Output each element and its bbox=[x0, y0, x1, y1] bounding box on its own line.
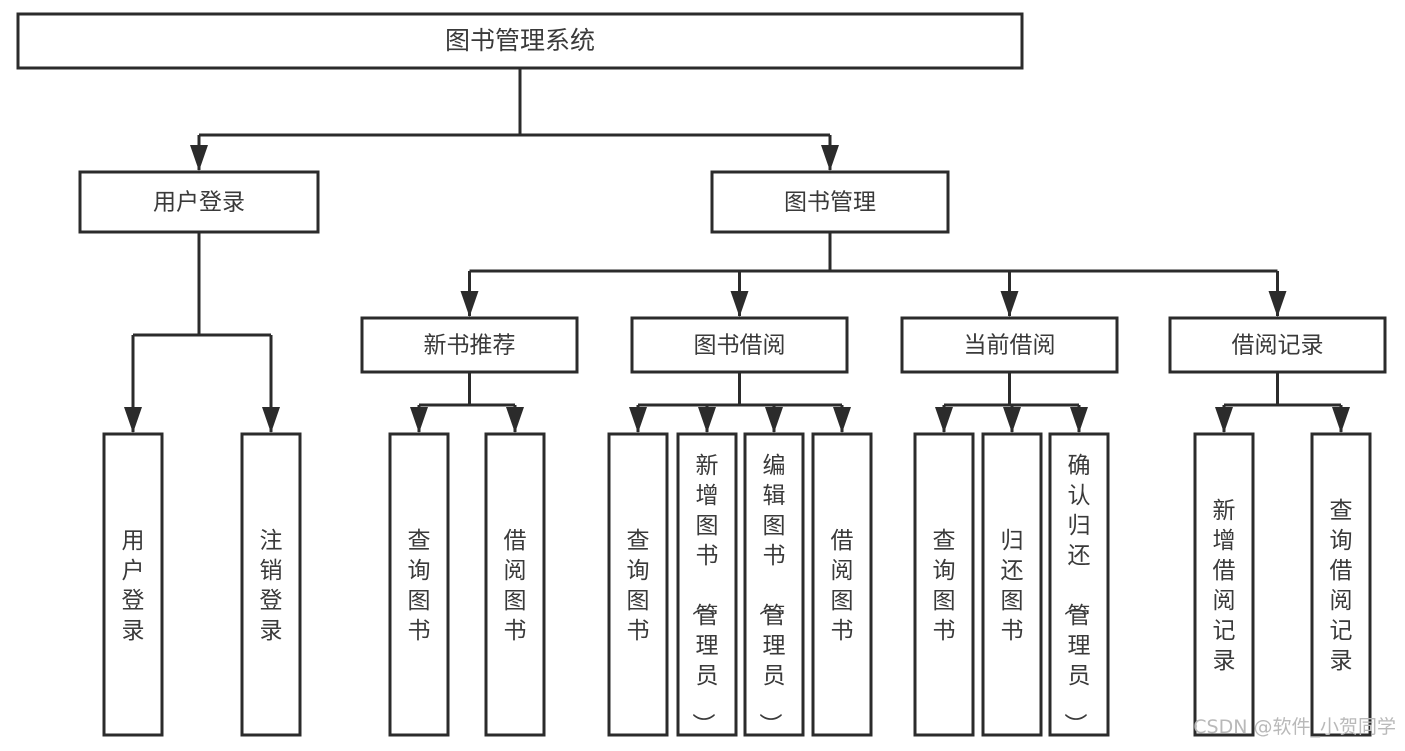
arrow-head-icon bbox=[698, 407, 716, 433]
arrow-head-icon bbox=[1003, 407, 1021, 433]
arrow-head-icon bbox=[410, 407, 428, 433]
arrow-head-icon bbox=[821, 145, 839, 171]
node-leaf-4-label: 查询图书 bbox=[627, 528, 650, 644]
node-leaf-2-rect bbox=[388, 432, 450, 737]
csdn-watermark: CSDN @软件_小贺同学 bbox=[1193, 716, 1396, 738]
node-leaf-2-label: 查询图书 bbox=[408, 528, 431, 644]
arrow-head-icon bbox=[935, 407, 953, 433]
arrow-head-icon bbox=[262, 407, 280, 433]
arrow-head-icon bbox=[506, 407, 524, 433]
node-level3-3-rect bbox=[1168, 316, 1387, 374]
node-leaf-0[interactable]: 用户登录 bbox=[102, 432, 164, 737]
node-leaf-9[interactable]: 归还图书 bbox=[981, 432, 1043, 737]
node-level2-1-rect bbox=[710, 170, 950, 234]
arrow-head-icon bbox=[730, 291, 749, 317]
node-level3-0-label: 新书推荐 bbox=[424, 333, 516, 359]
node-leaf-10-rect bbox=[1048, 432, 1110, 737]
node-level2-0-label: 用户登录 bbox=[153, 190, 245, 216]
node-leaf-8-label: 查询图书 bbox=[933, 528, 956, 644]
node-root-system-rect bbox=[16, 12, 1024, 70]
arrow-head-icon bbox=[1332, 407, 1350, 433]
node-level2-1[interactable]: 图书管理 bbox=[710, 170, 950, 234]
node-leaf-9-rect bbox=[981, 432, 1043, 737]
node-level2-1-label: 图书管理 bbox=[784, 190, 876, 216]
node-leaf-11-rect bbox=[1193, 432, 1255, 737]
arrow-head-icon bbox=[124, 407, 142, 433]
node-leaf-9-label: 归还图书 bbox=[1001, 528, 1024, 644]
node-level3-1-rect bbox=[630, 316, 849, 374]
node-leaf-5-rect bbox=[676, 432, 738, 737]
node-level2-0-rect bbox=[78, 170, 320, 234]
arrow-head-icon bbox=[765, 407, 783, 433]
node-leaf-1-rect bbox=[240, 432, 302, 737]
arrow-head-icon bbox=[1215, 407, 1233, 433]
node-leaf-12-label: 查询借阅记录 bbox=[1330, 498, 1353, 674]
node-level3-3-label: 借阅记录 bbox=[1232, 333, 1324, 359]
node-level3-2-label: 当前借阅 bbox=[964, 333, 1056, 359]
node-level2-0[interactable]: 用户登录 bbox=[78, 170, 320, 234]
connector-lines bbox=[124, 68, 1350, 433]
node-level3-0-rect bbox=[360, 316, 579, 374]
node-leaf-5-label: 新增图书（管理员） bbox=[690, 453, 719, 736]
arrow-head-icon bbox=[1268, 291, 1287, 317]
arrow-head-icon bbox=[833, 407, 851, 433]
node-level3-2[interactable]: 当前借阅 bbox=[900, 316, 1119, 374]
arrow-head-icon bbox=[629, 407, 647, 433]
node-leaf-2[interactable]: 查询图书 bbox=[388, 432, 450, 737]
arrow-head-icon bbox=[190, 145, 208, 171]
node-leaf-1-label: 注销登录 bbox=[260, 528, 283, 644]
node-leaf-11-label: 新增借阅记录 bbox=[1213, 498, 1236, 674]
node-leaf-12-rect bbox=[1310, 432, 1372, 737]
node-leaf-6-rect bbox=[743, 432, 805, 737]
node-leaf-6-label: 编辑图书（管理员） bbox=[757, 453, 786, 736]
node-leaf-7-rect bbox=[811, 432, 873, 737]
node-leaf-0-label: 用户登录 bbox=[122, 528, 145, 644]
node-level3-3[interactable]: 借阅记录 bbox=[1168, 316, 1387, 374]
node-leaf-4[interactable]: 查询图书 bbox=[607, 432, 669, 737]
arrow-head-icon bbox=[1070, 407, 1088, 433]
arrow-head-icon bbox=[460, 291, 479, 317]
diagram-nodes: 图书管理系统用户登录图书管理新书推荐图书借阅当前借阅借阅记录用户登录注销登录查询… bbox=[16, 12, 1387, 737]
node-leaf-3-label: 借阅图书 bbox=[504, 528, 527, 644]
node-leaf-7-label: 借阅图书 bbox=[831, 528, 854, 644]
node-leaf-6[interactable]: 编辑图书（管理员） bbox=[743, 432, 805, 737]
node-leaf-8[interactable]: 查询图书 bbox=[913, 432, 975, 737]
node-leaf-10[interactable]: 确认归还（管理员） bbox=[1048, 432, 1110, 737]
node-root-system-label: 图书管理系统 bbox=[445, 26, 595, 55]
node-level3-0[interactable]: 新书推荐 bbox=[360, 316, 579, 374]
node-leaf-12[interactable]: 查询借阅记录 bbox=[1310, 432, 1372, 737]
node-leaf-11[interactable]: 新增借阅记录 bbox=[1193, 432, 1255, 737]
node-leaf-1[interactable]: 注销登录 bbox=[240, 432, 302, 737]
node-leaf-0-rect bbox=[102, 432, 164, 737]
node-leaf-7[interactable]: 借阅图书 bbox=[811, 432, 873, 737]
node-leaf-10-label: 确认归还（管理员） bbox=[1062, 453, 1091, 736]
node-root-system[interactable]: 图书管理系统 bbox=[16, 12, 1024, 70]
node-leaf-4-rect bbox=[607, 432, 669, 737]
node-leaf-8-rect bbox=[913, 432, 975, 737]
node-level3-2-rect bbox=[900, 316, 1119, 374]
node-level3-1[interactable]: 图书借阅 bbox=[630, 316, 849, 374]
arrow-head-icon bbox=[1000, 291, 1019, 317]
node-leaf-3-rect bbox=[484, 432, 546, 737]
node-level3-1-label: 图书借阅 bbox=[694, 333, 786, 359]
node-leaf-5[interactable]: 新增图书（管理员） bbox=[676, 432, 738, 737]
node-leaf-3[interactable]: 借阅图书 bbox=[484, 432, 546, 737]
